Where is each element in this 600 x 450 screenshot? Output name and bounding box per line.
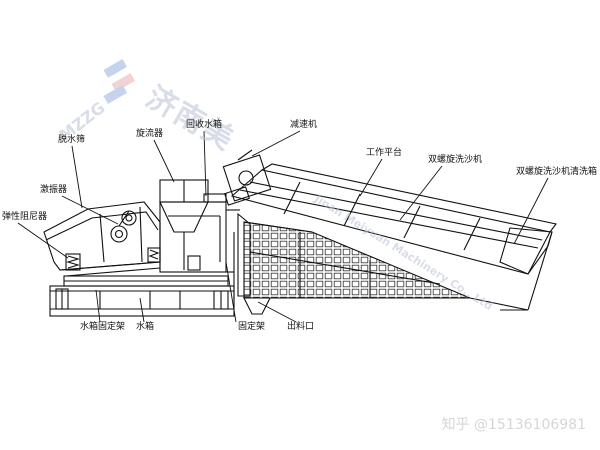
label-dewater-screen: 脱水筛 <box>58 135 86 145</box>
label-spring-damper: 弹性阻尼器 <box>2 212 48 222</box>
label-washer-tank: 双螺旋洗沙机清洗箱 <box>516 167 598 177</box>
footer-credit: 知乎 @15136106981 <box>441 417 586 433</box>
label-water-tank: 水箱 <box>136 322 155 332</box>
label-outlet: 出料口 <box>287 322 315 332</box>
leader-lines <box>17 130 549 323</box>
label-spiral-washer: 双螺旋洗沙机 <box>428 155 483 165</box>
recovery-tank <box>159 193 240 273</box>
vibrator <box>110 210 137 243</box>
tank-frame <box>63 275 229 287</box>
label-fixed-frame: 固定架 <box>238 322 266 332</box>
washer-tank <box>469 227 553 311</box>
label-tank-frame: 水箱固定架 <box>80 322 126 332</box>
label-recovery-tank: 回收水箱 <box>186 120 223 130</box>
support-structure <box>243 221 471 299</box>
dewatering-screen <box>43 201 161 277</box>
outlet <box>243 297 271 315</box>
cyclone <box>159 179 209 271</box>
reducer <box>222 149 272 206</box>
label-vibrator: 激振器 <box>40 185 68 195</box>
label-reducer: 减速机 <box>290 120 318 130</box>
spring-damper <box>65 247 161 271</box>
label-work-platform: 工作平台 <box>366 148 403 158</box>
watermark-logo <box>103 59 136 104</box>
label-cyclone: 旋流器 <box>136 129 164 139</box>
